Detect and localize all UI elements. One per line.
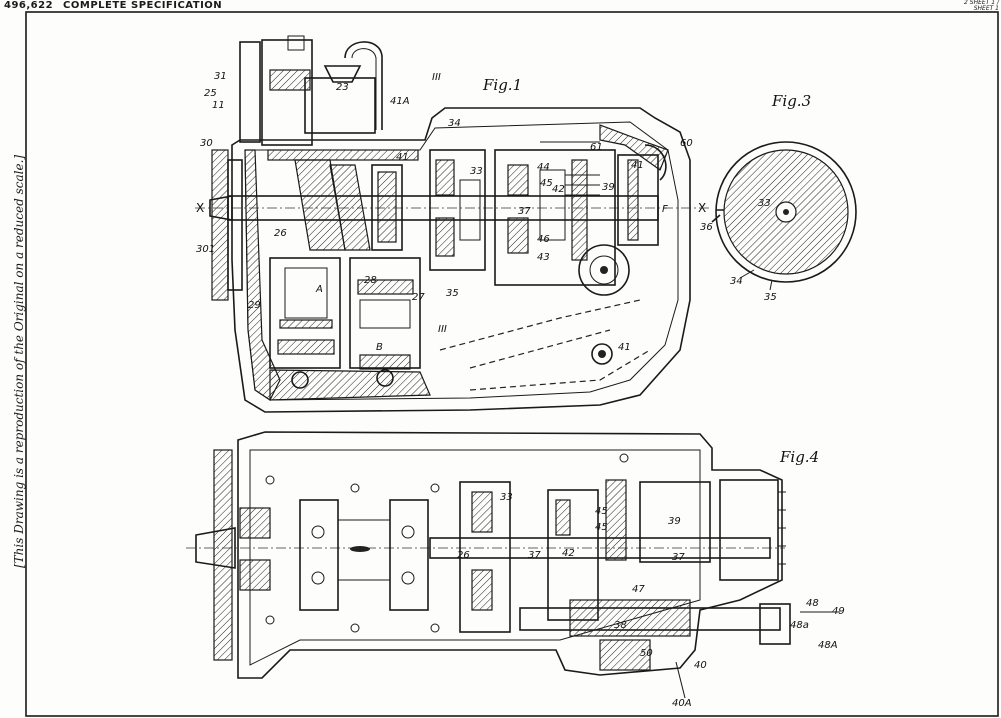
fig4-crank-web-2 xyxy=(389,499,429,611)
fig1-bevel-gear xyxy=(578,244,630,296)
fig4-ref-37-a: 37 xyxy=(528,550,541,561)
ref-60: 60 xyxy=(680,138,693,149)
figure-3 xyxy=(711,141,857,291)
fig4-ref-26: 26 xyxy=(457,550,470,561)
fig1-upper-block xyxy=(261,39,313,146)
fig4-main-shaft xyxy=(429,537,771,559)
axis-X-right: X xyxy=(698,201,706,215)
fig4-ref-42: 42 xyxy=(562,548,575,559)
ref-44: 44 xyxy=(537,162,550,173)
fig1-carburettor xyxy=(304,77,376,134)
ref-28: 28 xyxy=(364,275,377,286)
ref-301: 301 xyxy=(196,244,215,255)
fig1-clutch-drum xyxy=(429,149,486,271)
ref-61: 61 xyxy=(590,142,603,153)
fig4-ref-40A: 40A xyxy=(672,698,692,709)
fig1-flywheel-30 xyxy=(211,149,229,301)
patent-number: 496,622 xyxy=(4,0,54,11)
ref-III-top: III xyxy=(432,72,441,83)
fig4-reference-numerals: 33 45 45 39 26 37 42 37 47 38 48 49 48a … xyxy=(457,492,845,709)
fig4-ref-48a: 48a xyxy=(790,620,809,631)
fig4-ref-40: 40 xyxy=(694,660,707,671)
ref-A: A xyxy=(315,284,323,295)
fig3-reference-numerals: 33 36 34 35 xyxy=(700,198,777,303)
ref-41-a: 41 xyxy=(396,152,409,163)
figure-1 xyxy=(195,35,712,413)
fig4-ref-37-b: 37 xyxy=(672,552,685,563)
ref-31: 31 xyxy=(214,71,227,82)
fig1-pipe-41A xyxy=(344,41,383,130)
fig4-gear-50 xyxy=(599,639,651,671)
fig3-title: Fig.3 xyxy=(771,92,811,110)
ref-41A: 41A xyxy=(390,96,410,107)
fig4-housing-outline xyxy=(237,431,783,679)
ref-30: 30 xyxy=(200,138,213,149)
ref-37: 37 xyxy=(518,206,531,217)
ref-35: 35 xyxy=(446,288,459,299)
fig4-ref-33: 33 xyxy=(500,492,513,503)
header-title: COMPLETE SPECIFICATION xyxy=(63,0,223,11)
ref-26: 26 xyxy=(274,228,287,239)
fig3-ref-33: 33 xyxy=(758,198,771,209)
fig3-ref-35: 35 xyxy=(764,292,777,303)
ref-B: B xyxy=(376,342,383,353)
ref-11: 11 xyxy=(212,100,225,111)
fig4-gear-39 xyxy=(639,481,711,563)
fig1-housing-outline xyxy=(231,107,691,413)
ref-45: 45 xyxy=(540,178,553,189)
fig4-ref-45-b: 45 xyxy=(595,522,608,533)
fig4-ref-47: 47 xyxy=(632,584,645,595)
ref-41-b: 41 xyxy=(631,160,644,171)
fig1-reference-numerals: 31 25 11 23 41A III 34 60 30 41 33 44 61… xyxy=(196,71,706,353)
fig1-cylinder-A xyxy=(269,257,341,369)
fig4-ref-45-a: 45 xyxy=(595,506,608,517)
fig3-ref-36: 36 xyxy=(700,222,713,233)
sheet-border xyxy=(25,11,999,717)
fig4-ref-48: 48 xyxy=(806,598,819,609)
ref-25: 25 xyxy=(204,88,217,99)
fig4-flywheel xyxy=(213,449,233,661)
fig4-ref-38: 38 xyxy=(614,620,627,631)
ref-29: 29 xyxy=(248,300,261,311)
ref-34: 34 xyxy=(448,118,461,129)
sheet-header: 496,622 COMPLETE SPECIFICATION xyxy=(4,0,228,11)
fig1-title: Fig.1 xyxy=(482,76,522,94)
ref-23: 23 xyxy=(336,82,349,93)
fig4-crank-web-1 xyxy=(299,499,339,611)
fig4-ref-50: 50 xyxy=(640,648,653,659)
sheet-number: 2 SHEET 1 / SHEET 1 xyxy=(964,0,999,12)
fig4-ref-39: 39 xyxy=(668,516,681,527)
ref-33: 33 xyxy=(470,166,483,177)
fig4-ref-48A: 48A xyxy=(818,640,838,651)
ref-39: 39 xyxy=(602,182,615,193)
fig4-title: Fig.4 xyxy=(779,448,819,466)
ref-F: F xyxy=(662,204,668,215)
figure-4 xyxy=(186,431,791,679)
ref-27: 27 xyxy=(412,292,425,303)
ref-46: 46 xyxy=(537,234,550,245)
fig1-gearbox xyxy=(494,149,616,286)
ref-42: 42 xyxy=(552,184,565,195)
ref-41-c: 41 xyxy=(618,342,631,353)
fig1-upper-plate xyxy=(239,41,261,143)
fig3-drum-outer xyxy=(715,141,857,283)
ref-43: 43 xyxy=(537,252,550,263)
fig3-ref-34: 34 xyxy=(730,276,743,287)
axis-X-left: X xyxy=(196,201,204,215)
ref-III-bottom: III xyxy=(438,324,447,335)
fig4-clutch xyxy=(459,481,511,633)
